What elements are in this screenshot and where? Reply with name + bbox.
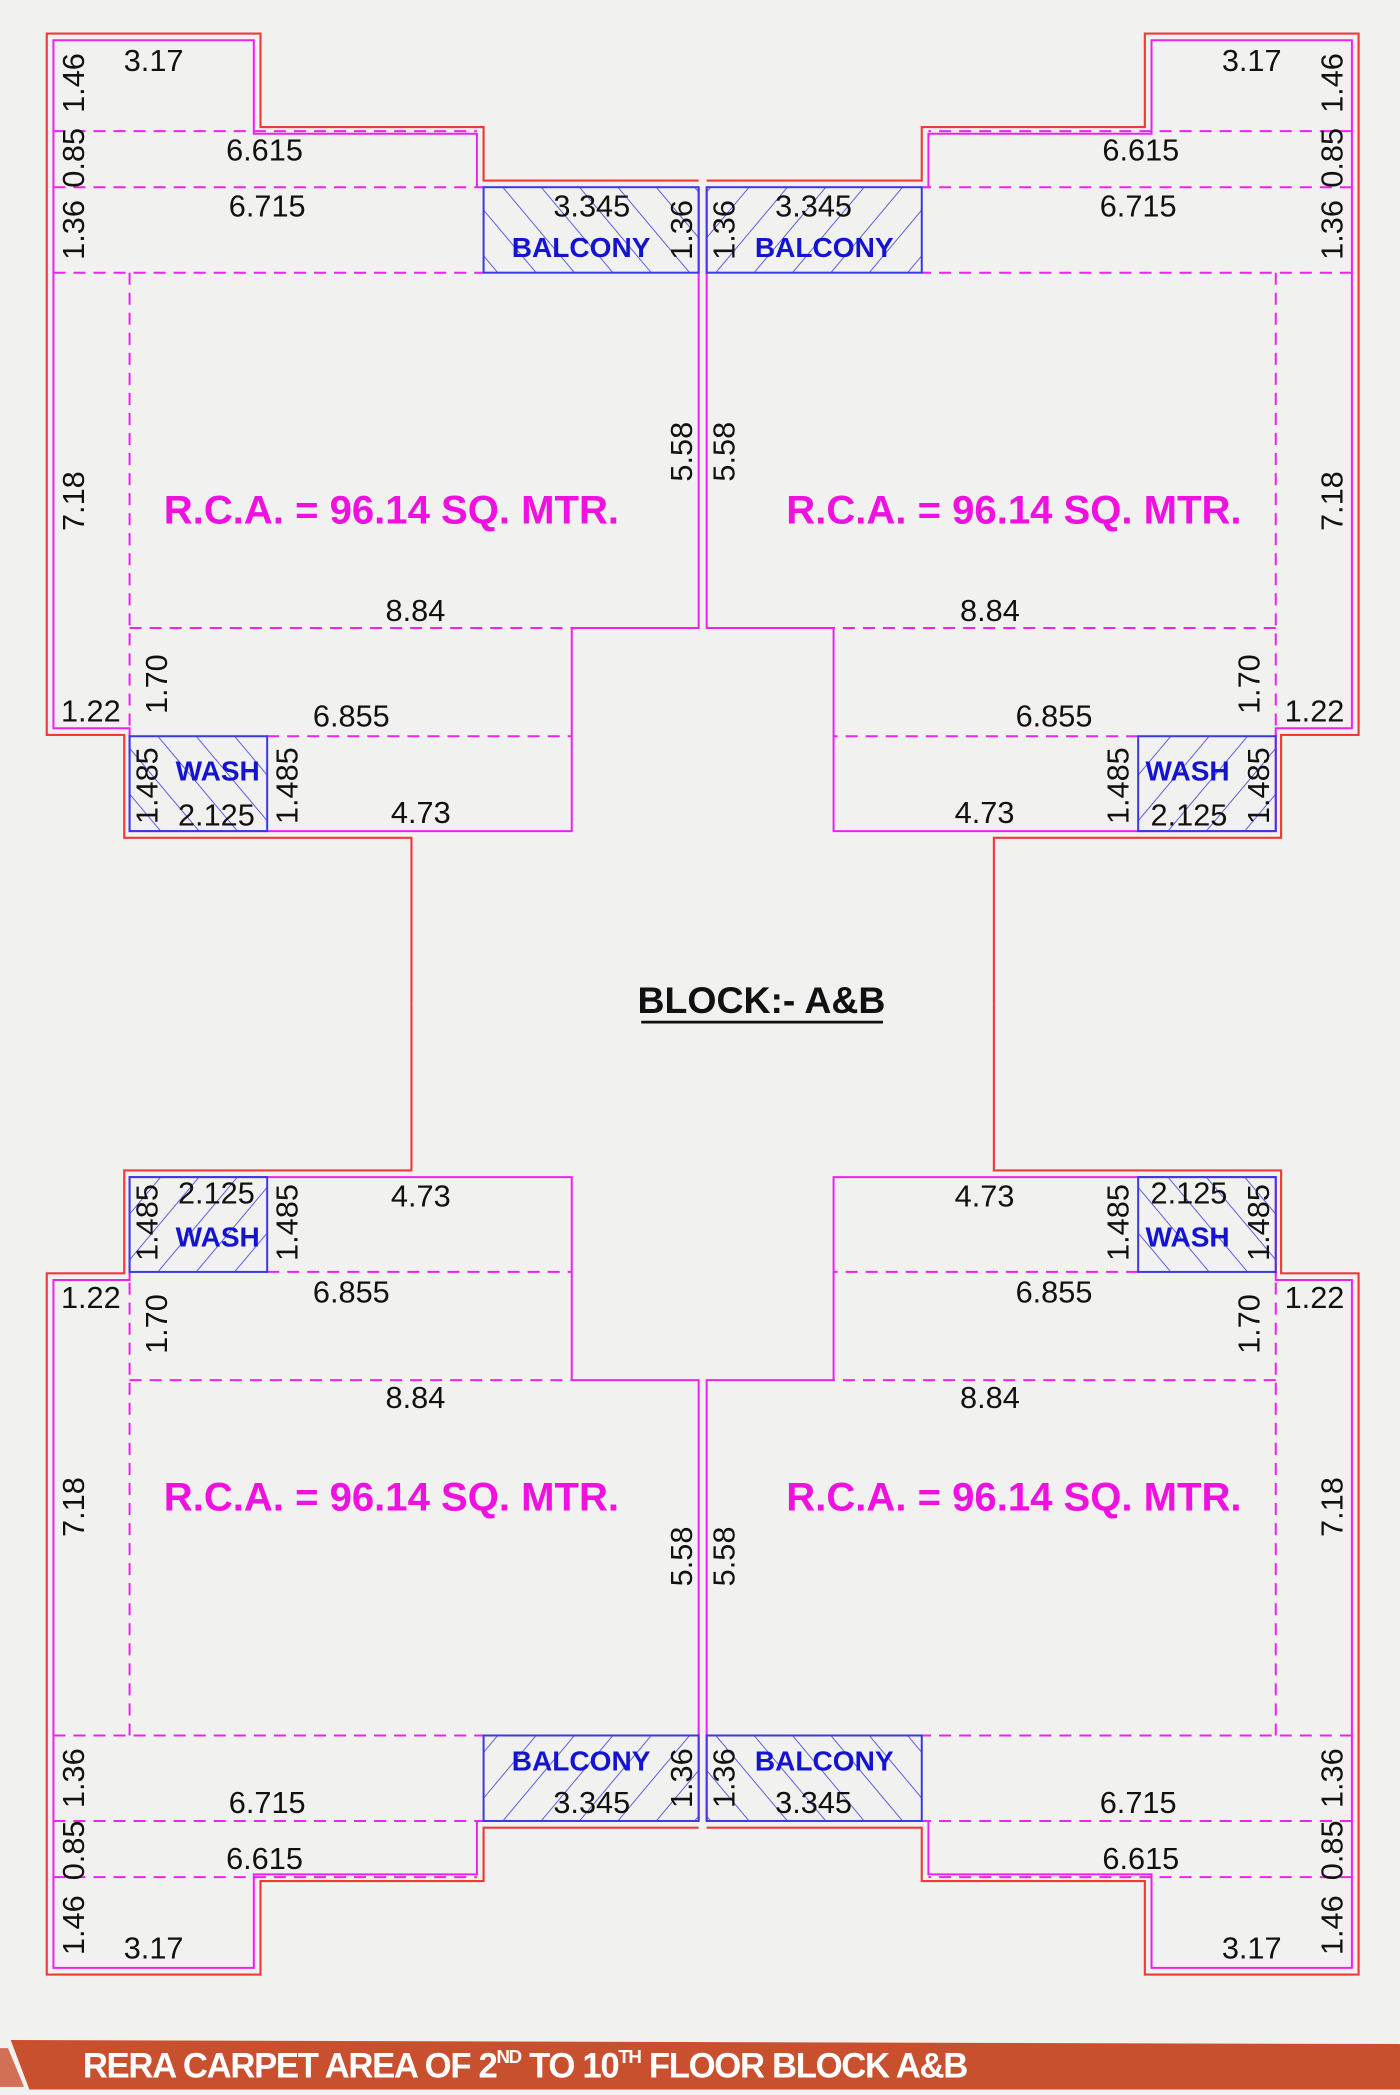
dimension-1-485-a-bottom-right: 1.485 xyxy=(1241,1184,1276,1261)
rca-area-top-left: R.C.A. = 96.14 SQ. MTR. xyxy=(164,488,619,532)
dimension-6-615-bottom-left: 6.615 xyxy=(226,1841,303,1876)
dimension-3-17-top-left: 3.17 xyxy=(124,43,184,78)
dimension-1-22-top-left: 1.22 xyxy=(61,693,121,728)
dimension-6-855-top-left: 6.855 xyxy=(313,699,390,734)
dimension-1-22-bottom-right: 1.22 xyxy=(1285,1280,1345,1315)
dimension-5-58-bottom-right: 5.58 xyxy=(707,1527,742,1587)
dimension-0-85-top-left: 0.85 xyxy=(56,128,91,188)
dimension-0-85-top-right: 0.85 xyxy=(1314,128,1349,188)
dimension-1-36-balcony-top-right: 1.36 xyxy=(707,200,742,260)
dimension-6-715-bottom-left: 6.715 xyxy=(229,1785,306,1820)
dimension-6-855-top-right: 6.855 xyxy=(1016,699,1093,734)
dimension-0-85-bottom-right: 0.85 xyxy=(1314,1820,1349,1880)
dimension-7-18-top-right: 7.18 xyxy=(1314,471,1349,531)
dimension-6-615-top-left: 6.615 xyxy=(226,132,303,167)
dimension-1-485-b-top-left: 1.485 xyxy=(270,747,305,824)
dimension-5-58-bottom-left: 5.58 xyxy=(664,1527,699,1587)
dimension-2-125-bottom-left: 2.125 xyxy=(178,1176,255,1211)
wash-label-bottom-left: WASH xyxy=(176,1222,260,1253)
dimension-8-84-top-left: 8.84 xyxy=(386,593,446,628)
dimension-8-84-bottom-right: 8.84 xyxy=(960,1380,1020,1415)
dimension-2-125-top-left: 2.125 xyxy=(178,798,255,833)
dimension-6-715-top-right: 6.715 xyxy=(1100,188,1177,223)
dimension-1-46-bottom-left: 1.46 xyxy=(56,1895,91,1955)
dimension-4-73-top-left: 4.73 xyxy=(391,795,451,830)
dimension-1-36-balcony-bottom-right: 1.36 xyxy=(707,1748,742,1808)
rca-area-top-right: R.C.A. = 96.14 SQ. MTR. xyxy=(786,488,1241,532)
dimension-1-485-a-top-left: 1.485 xyxy=(129,747,164,824)
balcony-label-bottom-right: BALCONY xyxy=(755,1745,894,1776)
dimension-6-715-top-left: 6.715 xyxy=(229,188,306,223)
dimension-1-36-left-top-right: 1.36 xyxy=(1314,200,1349,260)
dimension-1-36-balcony-bottom-left: 1.36 xyxy=(664,1748,699,1808)
dimension-8-84-top-right: 8.84 xyxy=(960,593,1020,628)
dimension-0-85-bottom-left: 0.85 xyxy=(56,1820,91,1880)
dimension-7-18-bottom-left: 7.18 xyxy=(56,1477,91,1537)
dimension-1-70-top-left: 1.70 xyxy=(139,654,174,714)
dimension-1-22-top-right: 1.22 xyxy=(1285,693,1345,728)
dimension-5-58-top-right: 5.58 xyxy=(707,422,742,482)
dimension-1-46-top-left: 1.46 xyxy=(56,53,91,113)
balcony-label-top-left: BALCONY xyxy=(512,232,651,263)
dimension-1-485-b-bottom-right: 1.485 xyxy=(1101,1184,1136,1261)
dimension-3-17-top-right: 3.17 xyxy=(1222,43,1282,78)
wash-label-top-right: WASH xyxy=(1146,755,1230,786)
dimension-1-70-bottom-left: 1.70 xyxy=(139,1294,174,1354)
dimension-6-855-bottom-right: 6.855 xyxy=(1016,1274,1093,1309)
dimension-1-36-left-top-left: 1.36 xyxy=(56,200,91,260)
dimension-7-18-bottom-right: 7.18 xyxy=(1314,1477,1349,1537)
dimension-1-485-b-bottom-left: 1.485 xyxy=(270,1184,305,1261)
dimension-1-36-left-bottom-left: 1.36 xyxy=(56,1748,91,1808)
balcony-label-bottom-left: BALCONY xyxy=(512,1745,651,1776)
dimension-7-18-top-left: 7.18 xyxy=(56,471,91,531)
rca-area-bottom-right: R.C.A. = 96.14 SQ. MTR. xyxy=(786,1476,1241,1520)
dimension-6-715-bottom-right: 6.715 xyxy=(1100,1785,1177,1820)
dimension-2-125-top-right: 2.125 xyxy=(1150,798,1227,833)
dimension-2-125-bottom-right: 2.125 xyxy=(1150,1176,1227,1211)
dimension-4-73-top-right: 4.73 xyxy=(955,795,1015,830)
dimension-1-46-top-right: 1.46 xyxy=(1314,53,1349,113)
dimension-3-345-top-left: 3.345 xyxy=(553,188,630,223)
dimension-5-58-top-left: 5.58 xyxy=(664,422,699,482)
dimension-6-855-bottom-left: 6.855 xyxy=(313,1274,390,1309)
dimension-4-73-bottom-left: 4.73 xyxy=(391,1178,451,1213)
dimension-6-615-top-right: 6.615 xyxy=(1102,132,1179,167)
dimension-8-84-bottom-left: 8.84 xyxy=(386,1380,446,1415)
wash-label-top-left: WASH xyxy=(176,755,260,786)
dimension-1-70-bottom-right: 1.70 xyxy=(1232,1294,1267,1354)
dimension-1-485-a-top-right: 1.485 xyxy=(1241,747,1276,824)
dimension-1-46-bottom-right: 1.46 xyxy=(1314,1895,1349,1955)
dimension-1-36-left-bottom-right: 1.36 xyxy=(1314,1748,1349,1808)
dimension-1-485-b-top-right: 1.485 xyxy=(1101,747,1136,824)
balcony-label-top-right: BALCONY xyxy=(755,232,894,263)
banner-title: RERA CARPET AREA OF 2ND TO 10TH FLOOR BL… xyxy=(83,2046,967,2086)
banner: RERA CARPET AREA OF 2ND TO 10TH FLOOR BL… xyxy=(0,2040,1400,2090)
dimension-3-17-bottom-left: 3.17 xyxy=(124,1930,184,1965)
dimension-4-73-bottom-right: 4.73 xyxy=(955,1178,1015,1213)
dimension-3-17-bottom-right: 3.17 xyxy=(1222,1930,1282,1965)
dimension-3-345-bottom-left: 3.345 xyxy=(553,1785,630,1820)
block-title: BLOCK:- A&B xyxy=(638,979,886,1021)
dimension-3-345-top-right: 3.345 xyxy=(775,188,852,223)
dimension-1-22-bottom-left: 1.22 xyxy=(61,1280,121,1315)
dimension-1-70-top-right: 1.70 xyxy=(1232,654,1267,714)
dimension-6-615-bottom-right: 6.615 xyxy=(1102,1841,1179,1876)
rca-area-bottom-left: R.C.A. = 96.14 SQ. MTR. xyxy=(164,1476,619,1520)
dimension-1-36-balcony-top-left: 1.36 xyxy=(664,200,699,260)
dimension-3-345-bottom-right: 3.345 xyxy=(775,1785,852,1820)
dimension-1-485-a-bottom-left: 1.485 xyxy=(129,1184,164,1261)
wash-label-bottom-right: WASH xyxy=(1146,1222,1230,1253)
